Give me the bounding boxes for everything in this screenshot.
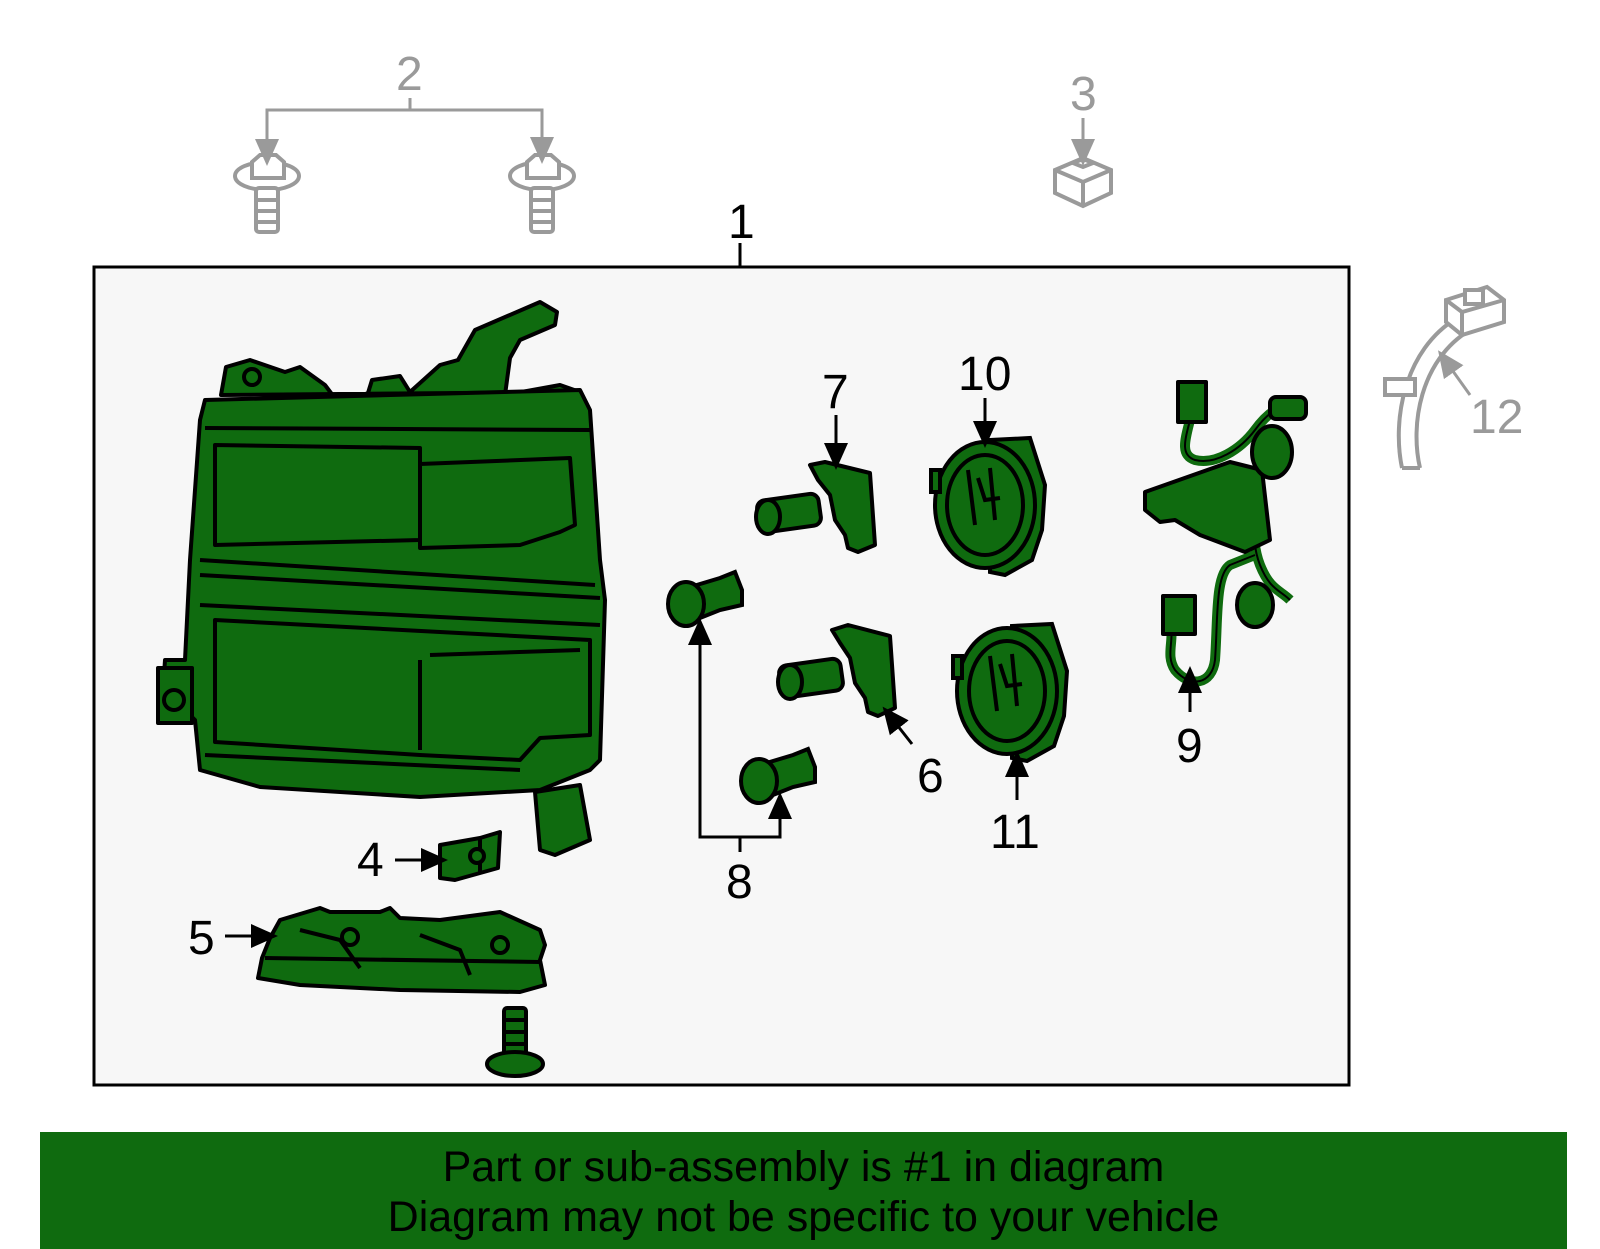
info-banner: Part or sub-assembly is #1 in diagram Di…	[40, 1132, 1567, 1249]
callout-2: 2	[396, 48, 423, 101]
headlamp-bulb-upper-part[interactable]	[754, 460, 877, 554]
banner-line-1: Part or sub-assembly is #1 in diagram	[442, 1143, 1165, 1191]
callout-8: 8	[726, 856, 753, 909]
callout-3: 3	[1070, 68, 1097, 121]
harness-extension-part[interactable]	[1383, 284, 1506, 470]
banner-line-2: Diagram may not be specific to your vehi…	[387, 1193, 1220, 1241]
wiring-harness-part[interactable]	[1143, 380, 1308, 687]
clip-part[interactable]	[438, 830, 502, 882]
bolt-right-part[interactable]	[508, 153, 576, 234]
screw-part[interactable]	[485, 1006, 545, 1078]
bulb-cap-upper-part[interactable]	[929, 435, 1048, 578]
lower-bracket-part[interactable]	[256, 906, 547, 994]
headlamp-bulb-lower-part[interactable]	[776, 623, 897, 718]
callout-11: 11	[990, 806, 1040, 859]
callout-9: 9	[1176, 720, 1203, 773]
nut-part[interactable]	[1053, 155, 1113, 209]
bulb-cap-lower-part[interactable]	[951, 621, 1070, 764]
callout-1: 1	[728, 196, 755, 249]
callout-4: 4	[357, 834, 384, 887]
callout-10: 10	[958, 348, 1011, 401]
leader-lines	[225, 98, 1472, 948]
callout-5: 5	[188, 912, 215, 965]
callout-12: 12	[1470, 391, 1523, 444]
bolt-left-part[interactable]	[233, 153, 301, 234]
headlamp-housing-part[interactable]	[156, 300, 607, 857]
callout-7: 7	[822, 366, 849, 419]
callout-6: 6	[917, 750, 944, 803]
